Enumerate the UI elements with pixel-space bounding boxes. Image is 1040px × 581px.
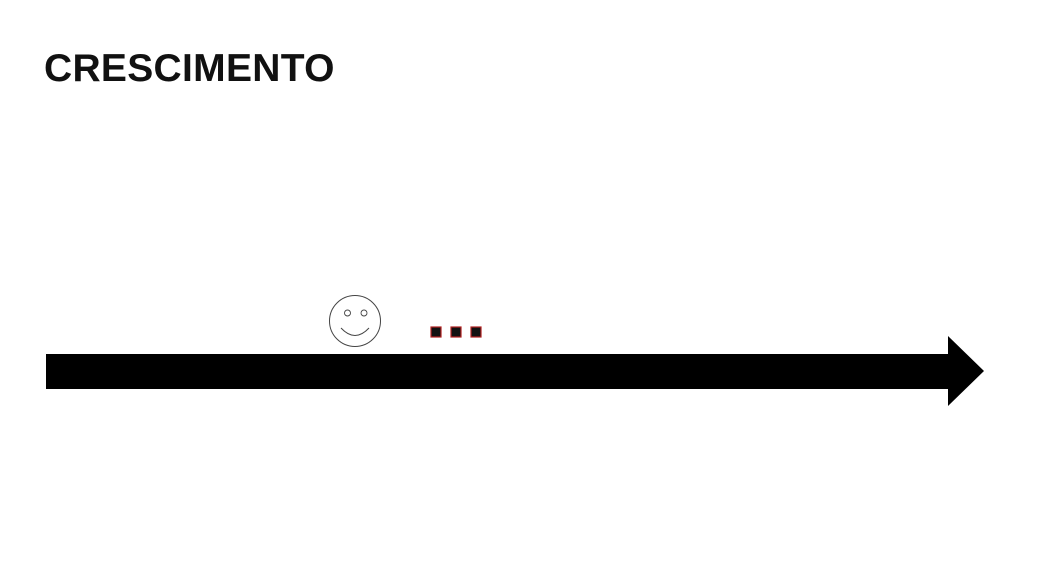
smiley-face-icon <box>329 295 381 347</box>
ellipsis-square <box>450 326 462 338</box>
growth-arrow <box>46 336 984 406</box>
ellipsis-squares-icon <box>430 326 482 338</box>
ellipsis-square <box>430 326 442 338</box>
slide-title: CRESCIMENTO <box>44 47 335 90</box>
ellipsis-square <box>470 326 482 338</box>
